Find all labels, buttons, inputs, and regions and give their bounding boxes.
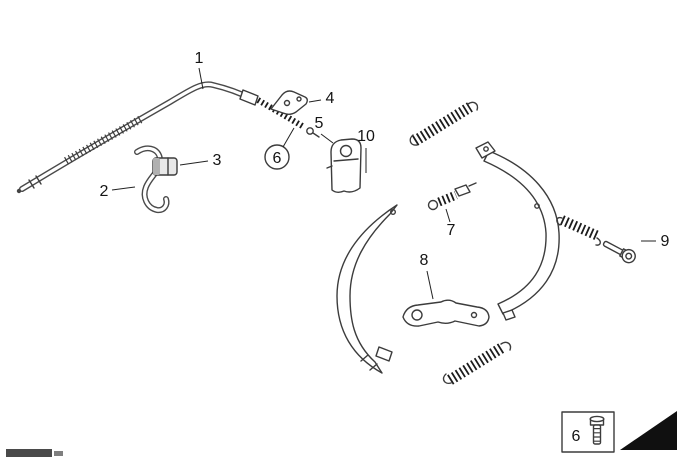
callout-6[interactable]: 6 xyxy=(264,144,290,170)
upper-spring-coil xyxy=(412,102,473,146)
callout-9[interactable]: 9 xyxy=(661,233,670,250)
callout-10[interactable]: 10 xyxy=(357,128,375,145)
right-brake-shoe xyxy=(483,150,560,315)
pin-tip-line xyxy=(312,132,320,138)
callout-4[interactable]: 4 xyxy=(326,90,335,107)
holder-ear xyxy=(326,165,333,169)
clip-spring xyxy=(134,145,170,214)
leader-5 xyxy=(320,133,334,144)
bolt-shaft xyxy=(592,424,602,445)
adjuster xyxy=(427,182,477,211)
leader-4 xyxy=(308,99,322,103)
legend-item-ref: 6 xyxy=(572,428,581,445)
cable-end-ticks xyxy=(28,175,42,189)
pin-head-center xyxy=(625,252,633,260)
left-shoe-tab xyxy=(375,346,393,362)
hold-down-spring-coil xyxy=(559,215,601,241)
callout-5[interactable]: 5 xyxy=(315,115,324,132)
left-brake-shoe xyxy=(336,204,398,374)
lower-return-spring xyxy=(442,341,512,385)
right-shoe-hole xyxy=(534,203,540,209)
upper-return-spring xyxy=(409,101,479,146)
right-shoe-top-tab xyxy=(475,141,496,159)
adjuster-thread xyxy=(437,190,458,207)
leader-7 xyxy=(445,208,451,223)
leader-1 xyxy=(198,67,204,90)
bolt-icon xyxy=(589,415,605,445)
threaded-pin xyxy=(256,97,320,138)
adjuster-wheel xyxy=(427,199,439,211)
small-bracket-hole-1 xyxy=(283,99,291,107)
leader-6 xyxy=(282,127,295,148)
adjuster-body xyxy=(454,184,471,197)
watermark-blob-1 xyxy=(6,449,52,457)
leader-2 xyxy=(111,186,136,191)
brake-cable xyxy=(16,81,259,194)
small-bracket xyxy=(270,90,308,115)
clip-core xyxy=(135,146,169,212)
hold-down-spring-hook-left xyxy=(556,216,563,226)
lower-spring-hook-left xyxy=(442,373,452,385)
callout-8[interactable]: 8 xyxy=(420,252,429,269)
callout-1[interactable]: 1 xyxy=(195,50,204,67)
cable-holder-bracket xyxy=(326,138,362,193)
callout-2[interactable]: 2 xyxy=(100,183,109,200)
callout-6-circle xyxy=(264,144,290,170)
pin-head xyxy=(621,248,636,264)
cable-end-nipple xyxy=(16,188,22,194)
footer-watermark xyxy=(6,449,63,457)
holder-body xyxy=(330,138,362,193)
hold-down-pin xyxy=(602,240,636,264)
callout-6-label: 6 xyxy=(273,150,282,167)
bolt-head-top xyxy=(589,415,605,423)
direction-arrow-icon xyxy=(620,411,677,450)
pin-tip xyxy=(306,127,314,135)
upper-spring-hook-right xyxy=(467,101,479,111)
expander-bar xyxy=(402,299,490,327)
cable-adjuster-fitting xyxy=(239,89,259,106)
hold-down-spring-hook-right xyxy=(595,237,601,246)
callout-3[interactable]: 3 xyxy=(213,152,222,169)
cable-sleeve-hatch xyxy=(64,115,143,165)
holder-hole xyxy=(339,144,353,158)
leader-8 xyxy=(426,270,434,300)
expander-hole-left xyxy=(411,309,423,321)
lower-spring-coil xyxy=(447,342,506,385)
adjuster-fork xyxy=(468,182,477,187)
small-bracket-hole-2 xyxy=(296,96,302,102)
expander-body xyxy=(402,299,490,327)
brake-shoe-assembly xyxy=(336,101,560,385)
legend: 6 xyxy=(561,411,615,453)
callouts: 1 2 3 4 5 6 7 8 9 10 xyxy=(100,50,670,300)
lower-spring-hook-right xyxy=(500,341,512,351)
hold-down-spring-and-pin xyxy=(556,215,636,264)
right-shoe-bottom-tab xyxy=(502,309,516,321)
expander-hole-right xyxy=(470,311,478,319)
left-shoe-hole xyxy=(390,208,397,215)
holder-rib xyxy=(333,158,359,162)
bushing-cap xyxy=(153,158,160,175)
legend-box xyxy=(561,411,615,453)
leader-3 xyxy=(179,160,209,166)
cable-core xyxy=(20,82,254,191)
bushing xyxy=(152,157,178,176)
watermark-blob-2 xyxy=(54,451,63,456)
cable-outline xyxy=(19,81,255,192)
left-shoe-ticks xyxy=(360,354,378,371)
upper-spring-hook-left xyxy=(409,134,418,146)
callout-7[interactable]: 7 xyxy=(447,222,456,239)
right-shoe-top-hole xyxy=(483,146,489,152)
